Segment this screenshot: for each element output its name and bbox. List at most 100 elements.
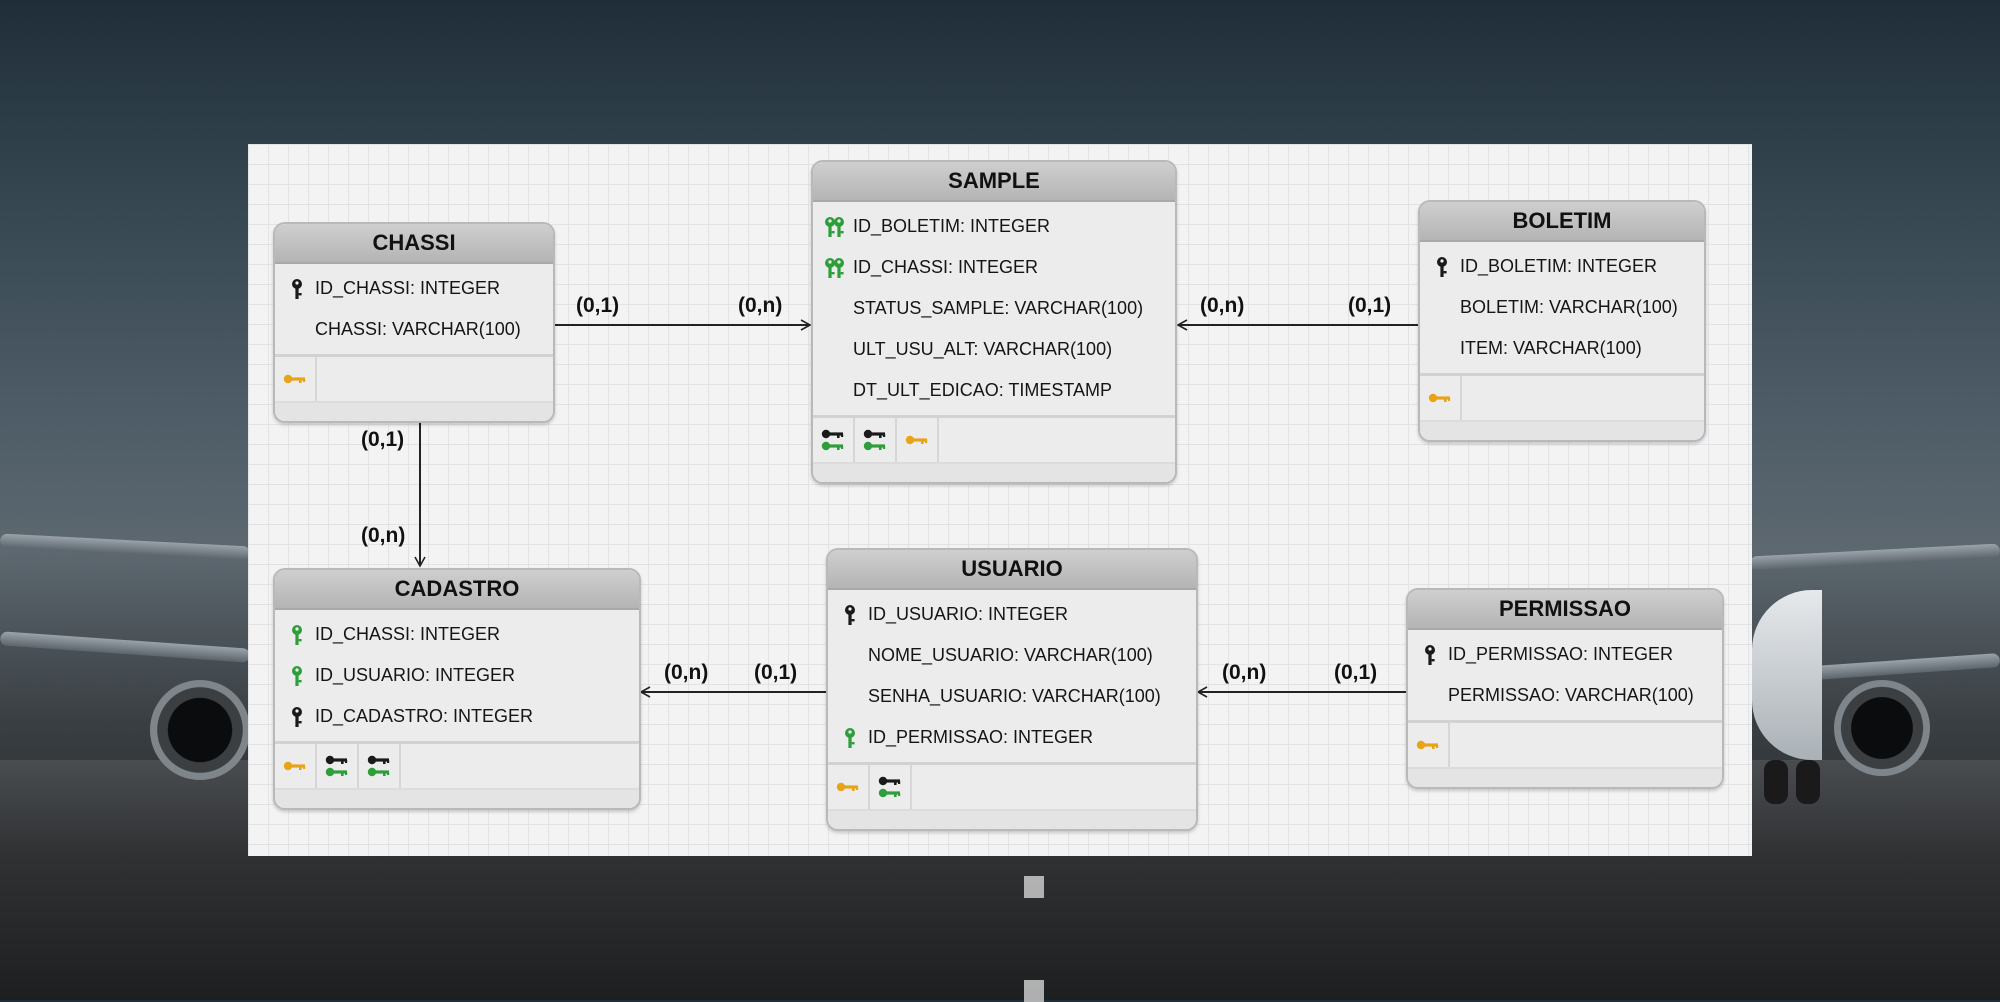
attribute-label: CHASSI: VARCHAR(100) (315, 319, 521, 339)
attribute-label: ID_CHASSI: INTEGER (315, 278, 501, 298)
cardinality-label: (0,1) (576, 294, 620, 317)
empty-icon-slot (1430, 328, 1454, 369)
entity-boletim[interactable]: BOLETIM ID_BOLETIM: INTEGER BOLETIM: VAR… (1418, 200, 1706, 442)
attribute-label: ID_CHASSI: INTEGER (853, 257, 1039, 277)
cardinality-label: (0,1) (754, 661, 798, 684)
foreign-key-icon (285, 655, 309, 696)
attribute-label: NOME_USUARIO: VARCHAR(100) (868, 645, 1153, 665)
attribute-label: PERMISSAO: VARCHAR(100) (1448, 685, 1694, 705)
pk-fk-icon (823, 206, 847, 247)
attribute-label: ITEM: VARCHAR(100) (1460, 338, 1642, 358)
entity-cadastro[interactable]: CADASTRO ID_CHASSI: INTEGER ID_USUARIO: … (273, 568, 641, 810)
attribute-label: BOLETIM: VARCHAR(100) (1460, 297, 1678, 317)
foreign-key-icon (285, 614, 309, 655)
cardinality-label: (0,n) (738, 294, 783, 317)
attribute-row[interactable]: ID_USUARIO: INTEGER (275, 655, 639, 696)
attribute-label: DT_ULT_EDICAO: TIMESTAMP (853, 380, 1113, 400)
attribute-row[interactable]: ID_BOLETIM: INTEGER (1420, 246, 1704, 287)
airplane-engine (1834, 680, 1930, 776)
cardinality-label: (0,1) (361, 428, 405, 451)
primary-key-icon (838, 594, 862, 635)
cardinality-label: (0,n) (1222, 661, 1267, 684)
cardinality-label: (0,1) (1348, 294, 1392, 317)
attribute-row[interactable]: ID_BOLETIM: INTEGER (813, 206, 1175, 247)
runway-marking (1024, 980, 1044, 1002)
entity-title: CADASTRO (275, 570, 639, 610)
attribute-label: ID_USUARIO: INTEGER (315, 665, 516, 685)
attribute-row[interactable]: CHASSI: VARCHAR(100) (275, 309, 553, 350)
attribute-row[interactable]: ID_CADASTRO: INTEGER (275, 696, 639, 737)
attribute-list: ID_BOLETIM: INTEGER BOLETIM: VARCHAR(100… (1420, 242, 1704, 376)
primary-key-icon[interactable] (275, 357, 317, 401)
entity-sample[interactable]: SAMPLE ID_BOLETIM: INTEGER ID_CHASSI: IN… (811, 160, 1177, 484)
foreign-key-pair-icon[interactable] (813, 418, 855, 462)
key-toolbar (275, 744, 639, 790)
foreign-key-pair-icon[interactable] (855, 418, 897, 462)
attribute-row[interactable]: PERMISSAO: VARCHAR(100) (1408, 675, 1722, 716)
attribute-row[interactable]: ID_USUARIO: INTEGER (828, 594, 1196, 635)
primary-key-icon[interactable] (1420, 376, 1462, 420)
attribute-label: ID_CHASSI: INTEGER (315, 624, 501, 644)
er-diagram-canvas[interactable]: (0,1) (0,n) (0,n) (0,1) (0,1) (0,n) (0,n… (248, 144, 1752, 856)
airplane-wing-right (1799, 653, 2000, 681)
entity-footer (813, 464, 1175, 482)
attribute-row[interactable]: ID_CHASSI: INTEGER (275, 268, 553, 309)
entity-usuario[interactable]: USUARIO ID_USUARIO: INTEGER NOME_USUARIO… (826, 548, 1198, 831)
attribute-label: ID_PERMISSAO: INTEGER (868, 727, 1094, 747)
empty-icon-slot (823, 288, 847, 329)
airplane-engine (150, 680, 250, 780)
attribute-row[interactable]: SENHA_USUARIO: VARCHAR(100) (828, 676, 1196, 717)
airplane-fuselage (1752, 590, 1822, 760)
foreign-key-pair-icon[interactable] (359, 744, 401, 788)
primary-key-icon[interactable] (275, 744, 317, 788)
airplane-wing-left (0, 631, 251, 663)
attribute-row[interactable]: DT_ULT_EDICAO: TIMESTAMP (813, 370, 1175, 411)
landing-gear (1796, 760, 1820, 804)
primary-key-icon (285, 268, 309, 309)
empty-icon-slot (823, 329, 847, 370)
primary-key-icon[interactable] (897, 418, 939, 462)
entity-footer (1420, 422, 1704, 440)
primary-key-icon[interactable] (828, 765, 870, 809)
attribute-row[interactable]: ID_CHASSI: INTEGER (275, 614, 639, 655)
empty-icon-slot (1430, 287, 1454, 328)
empty-icon-slot (838, 676, 862, 717)
entity-title: USUARIO (828, 550, 1196, 590)
empty-icon-slot (823, 370, 847, 411)
attribute-row[interactable]: STATUS_SAMPLE: VARCHAR(100) (813, 288, 1175, 329)
key-toolbar (1408, 723, 1722, 769)
primary-key-icon (1418, 634, 1442, 675)
key-toolbar (275, 357, 553, 403)
entity-title: CHASSI (275, 224, 553, 264)
attribute-row[interactable]: ULT_USU_ALT: VARCHAR(100) (813, 329, 1175, 370)
attribute-row[interactable]: ID_PERMISSAO: INTEGER (1408, 634, 1722, 675)
entity-chassi[interactable]: CHASSI ID_CHASSI: INTEGER CHASSI: VARCHA… (273, 222, 555, 423)
attribute-row[interactable]: ITEM: VARCHAR(100) (1420, 328, 1704, 369)
attribute-label: ID_PERMISSAO: INTEGER (1448, 644, 1674, 664)
attribute-label: ID_USUARIO: INTEGER (868, 604, 1069, 624)
entity-footer (275, 790, 639, 808)
entity-title: PERMISSAO (1408, 590, 1722, 630)
entity-permissao[interactable]: PERMISSAO ID_PERMISSAO: INTEGER PERMISSA… (1406, 588, 1724, 789)
attribute-label: SENHA_USUARIO: VARCHAR(100) (868, 686, 1161, 706)
foreign-key-pair-icon[interactable] (317, 744, 359, 788)
runway-marking (1024, 876, 1044, 898)
cardinality-label: (0,n) (361, 524, 406, 547)
cardinality-label: (0,n) (1200, 294, 1245, 317)
attribute-list: ID_BOLETIM: INTEGER ID_CHASSI: INTEGER S… (813, 202, 1175, 418)
cardinality-label: (0,1) (1334, 661, 1378, 684)
attribute-label: ULT_USU_ALT: VARCHAR(100) (853, 339, 1113, 359)
landing-gear (1764, 760, 1788, 804)
foreign-key-pair-icon[interactable] (870, 765, 912, 809)
entity-footer (828, 811, 1196, 829)
attribute-row[interactable]: NOME_USUARIO: VARCHAR(100) (828, 635, 1196, 676)
attribute-list: ID_PERMISSAO: INTEGER PERMISSAO: VARCHAR… (1408, 630, 1722, 723)
primary-key-icon[interactable] (1408, 723, 1450, 767)
primary-key-icon (1430, 246, 1454, 287)
airplane-wing-left (0, 533, 251, 561)
attribute-row[interactable]: ID_CHASSI: INTEGER (813, 247, 1175, 288)
attribute-row[interactable]: ID_PERMISSAO: INTEGER (828, 717, 1196, 758)
entity-footer (1408, 769, 1722, 787)
attribute-row[interactable]: BOLETIM: VARCHAR(100) (1420, 287, 1704, 328)
attribute-label: ID_BOLETIM: INTEGER (1460, 256, 1658, 276)
